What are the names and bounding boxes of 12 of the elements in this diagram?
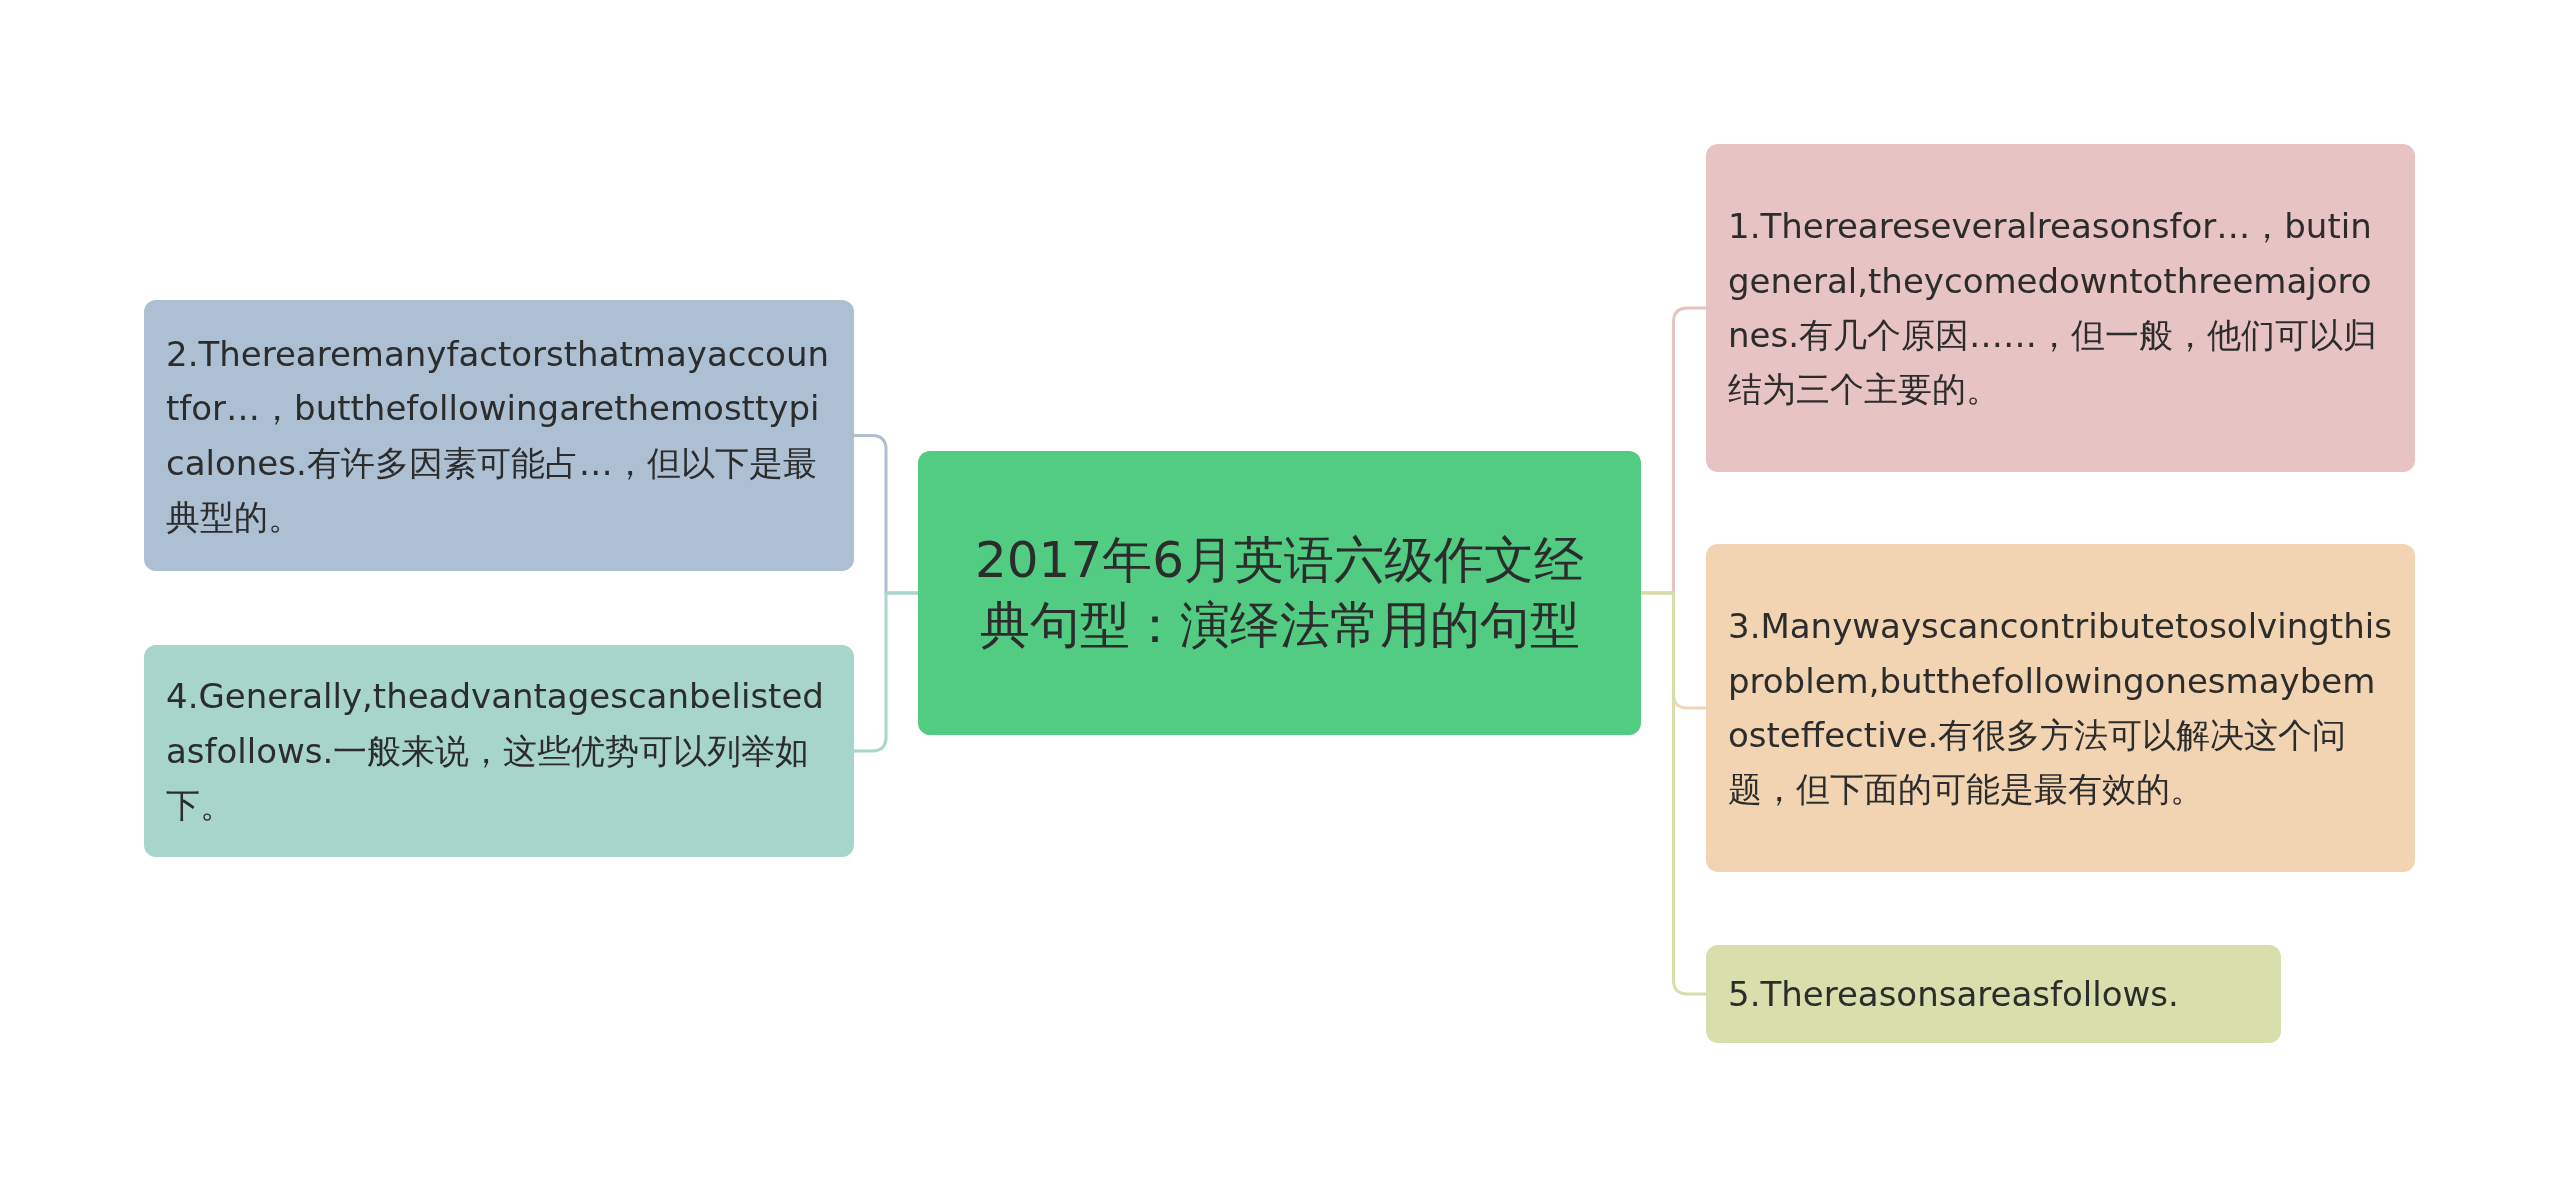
- topic-box: [144, 645, 854, 857]
- topic-text: 2.Therearemanyfactorsthatmayaccountfor…，butthefollowingarethemosttypicalones.有许多因素可能占…，但以下是最典型的。: [166, 332, 830, 539]
- topic-text: 1.Thereareseveralreasonsfor…，butingeneral,theycomedowntothreemajorones.有几个原因……，但一般，他们可以归结为三个主要的。: [1728, 205, 2378, 412]
- central-topic-text: 2017年6月英语六级作文经典句型：演绎法常用的句型: [973, 530, 1586, 656]
- topic-text: 5.Thereasonsareasfollows.: [1728, 972, 2179, 1016]
- topic-box: [1706, 544, 2415, 872]
- central-topic-box: [918, 451, 1641, 735]
- topic-text: 3.Manywayscancontributetosolvingthisproblem,butthefollowingonesmaybemosteffective.有很多方法可以解决这个问题，但下面的可能是最有效的。: [1728, 605, 2393, 812]
- topic-box: [1706, 144, 2415, 472]
- topic-box: [144, 300, 854, 571]
- topic-box: [1706, 945, 2281, 1043]
- topic-text: 4.Generally,theadvantagescanbelistedasfollows.一般来说，这些优势可以列举如下。: [166, 675, 825, 828]
